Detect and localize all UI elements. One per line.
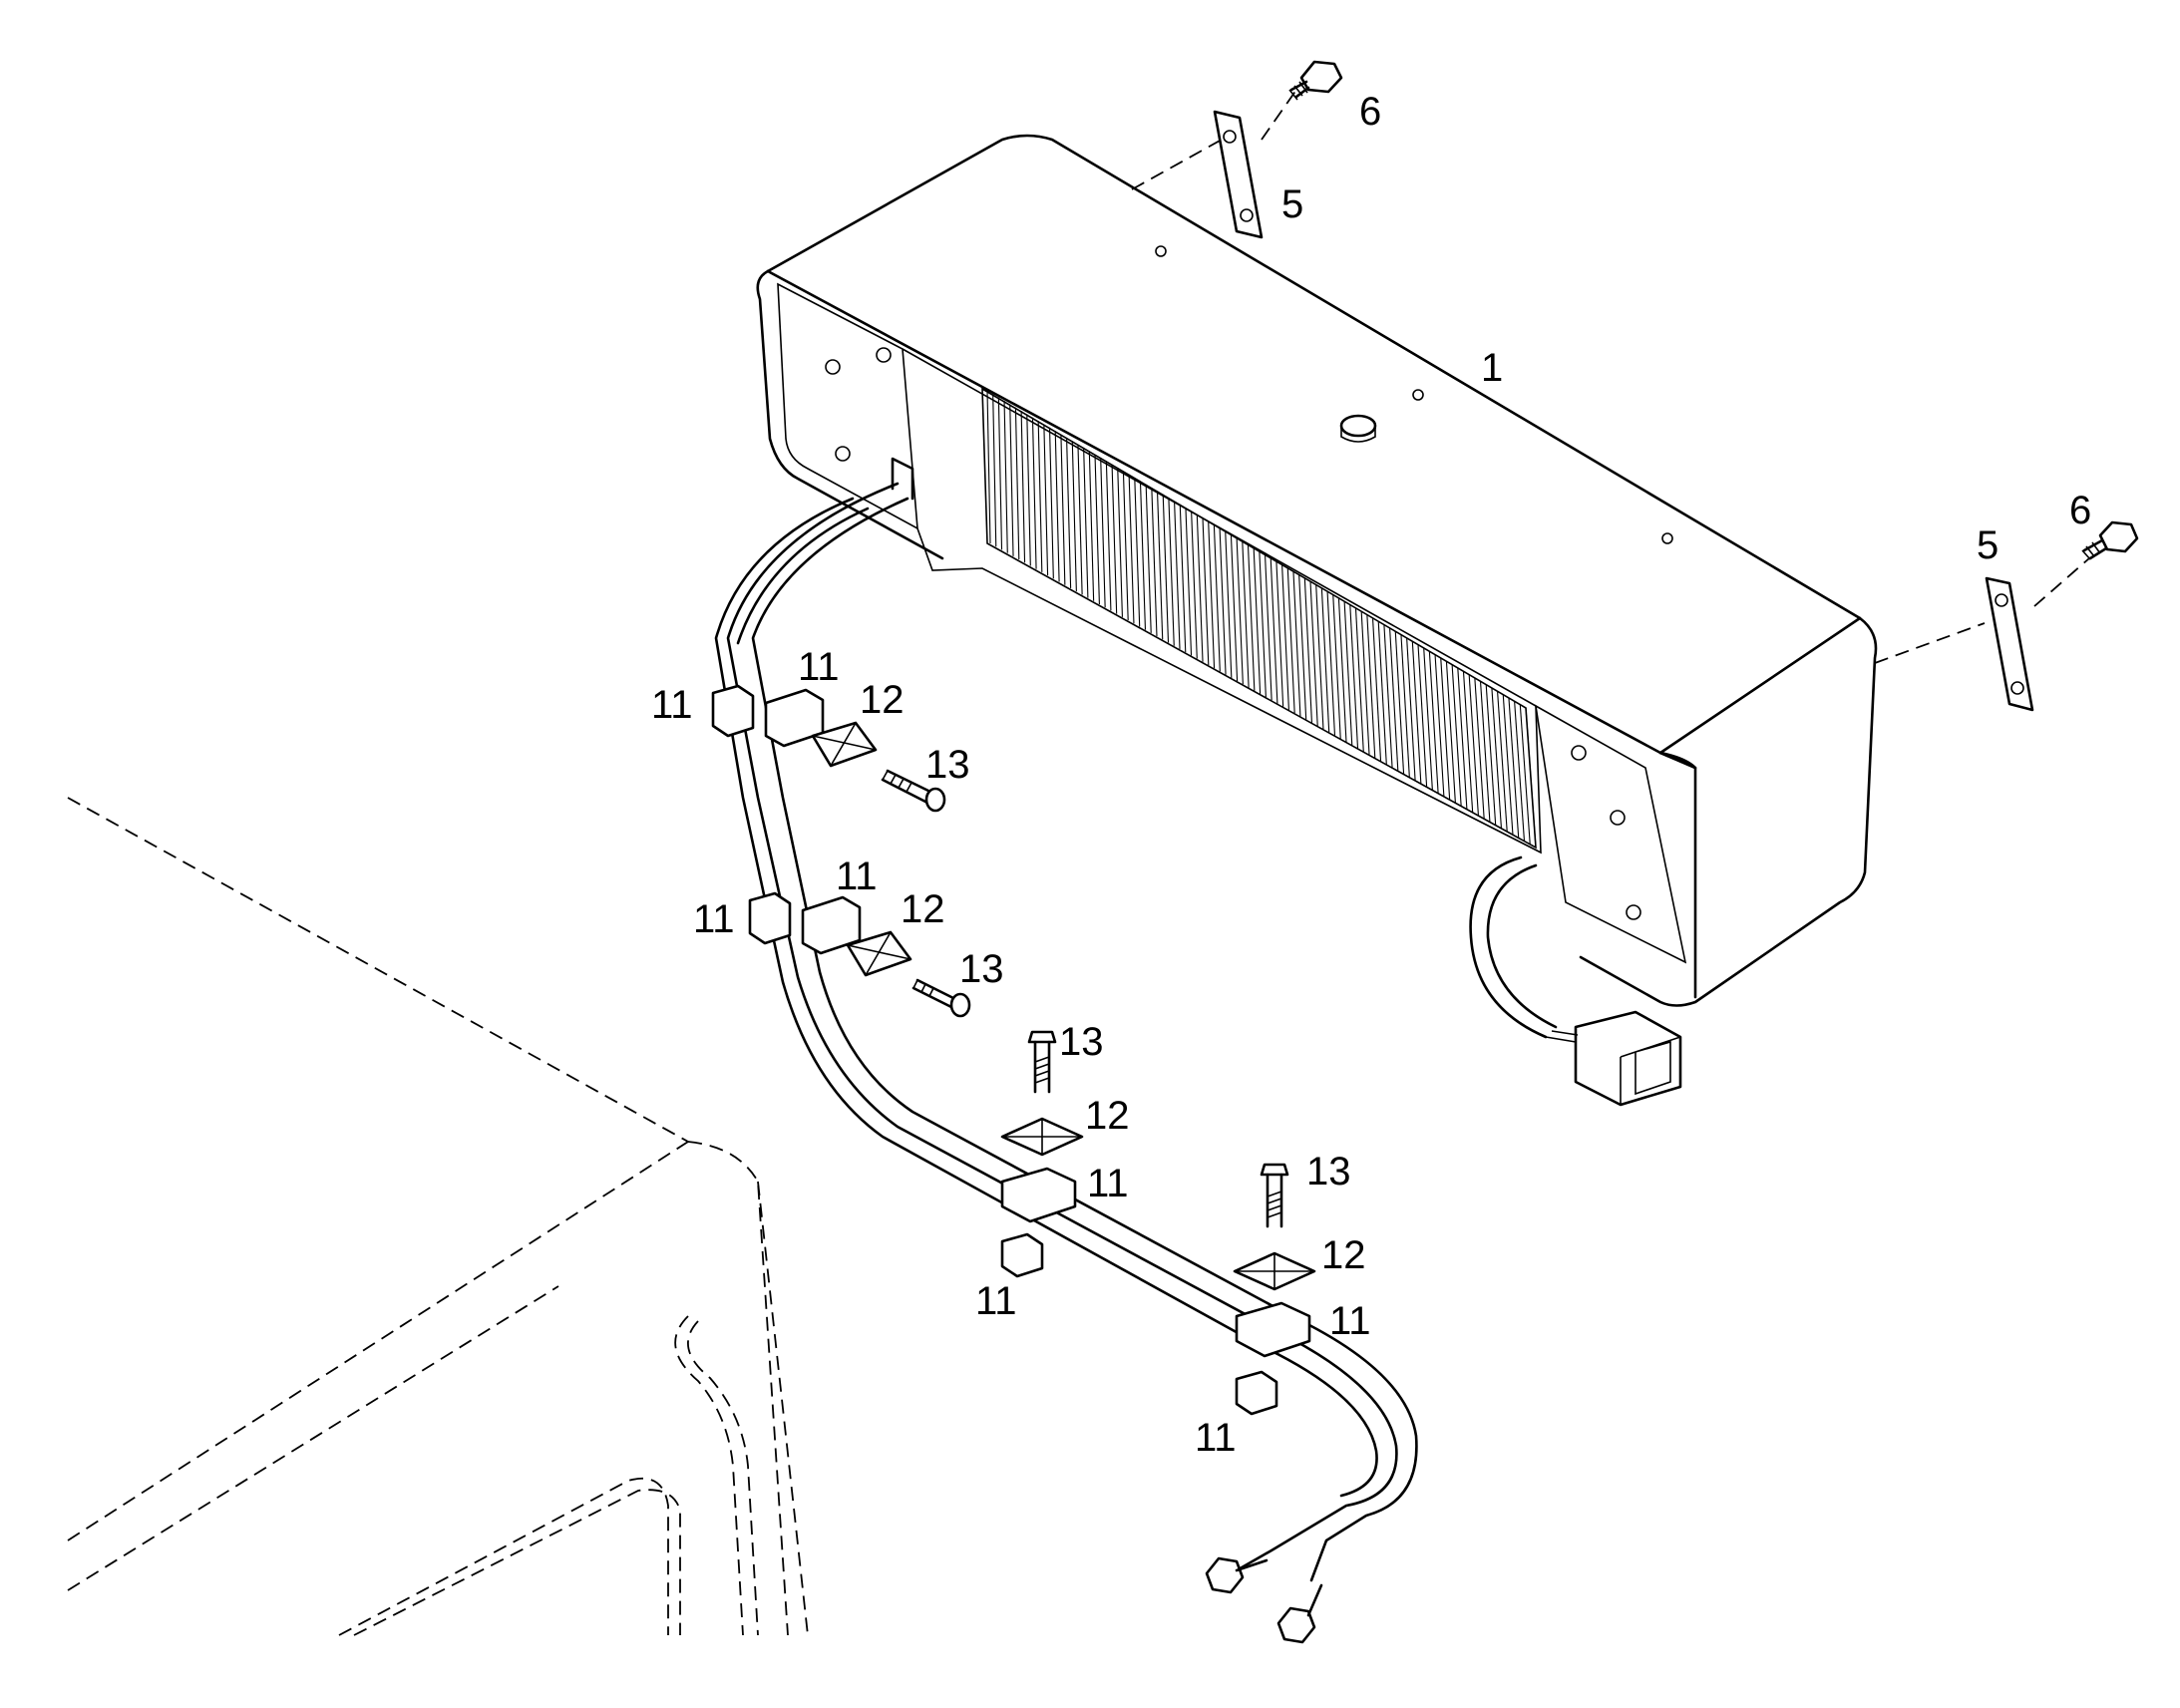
clamp-set-2 [748,891,971,1018]
callout-part-12: 12 [1321,1233,1366,1277]
wire-harness [1469,855,1682,1107]
callout-part-1: 1 [1481,346,1503,390]
callout-part-12: 12 [1085,1094,1130,1138]
callout-part-12: 12 [860,678,905,722]
callout-labels: 1 5 6 5 6 11 11 12 13 11 11 12 13 13 12 … [651,90,2091,1460]
callout-part-5: 5 [1977,523,1998,567]
callout-part-11: 11 [798,645,840,689]
clamp-set-3 [1000,1030,1084,1278]
mounting-bracket-top [1213,110,1264,239]
bolt-right [2081,520,2139,560]
clamp-set-4 [1233,1163,1316,1416]
heater-core-fins [986,390,1537,849]
callout-part-11: 11 [975,1279,1017,1323]
callout-part-13: 13 [1059,1020,1104,1064]
callout-part-11: 11 [693,897,735,941]
heater-hoses [714,457,1418,1644]
cab-phantom-outline [67,797,809,1636]
callout-part-13: 13 [959,947,1004,991]
heater-housing [756,134,1878,1007]
callout-part-11: 11 [651,683,693,727]
callout-part-13: 13 [1306,1150,1351,1194]
bolt-top [1288,60,1343,101]
clamp-set-1 [711,684,946,813]
callout-part-6: 6 [1359,90,1381,134]
mounting-bracket-right [1985,576,2034,712]
callout-part-11: 11 [1087,1162,1129,1205]
callout-part-11: 11 [1329,1299,1371,1343]
callout-part-5: 5 [1281,182,1303,226]
callout-part-12: 12 [901,887,945,931]
callout-part-6: 6 [2069,489,2091,532]
callout-part-11: 11 [1195,1416,1237,1460]
callout-part-11: 11 [836,854,878,898]
callout-part-13: 13 [925,743,970,787]
